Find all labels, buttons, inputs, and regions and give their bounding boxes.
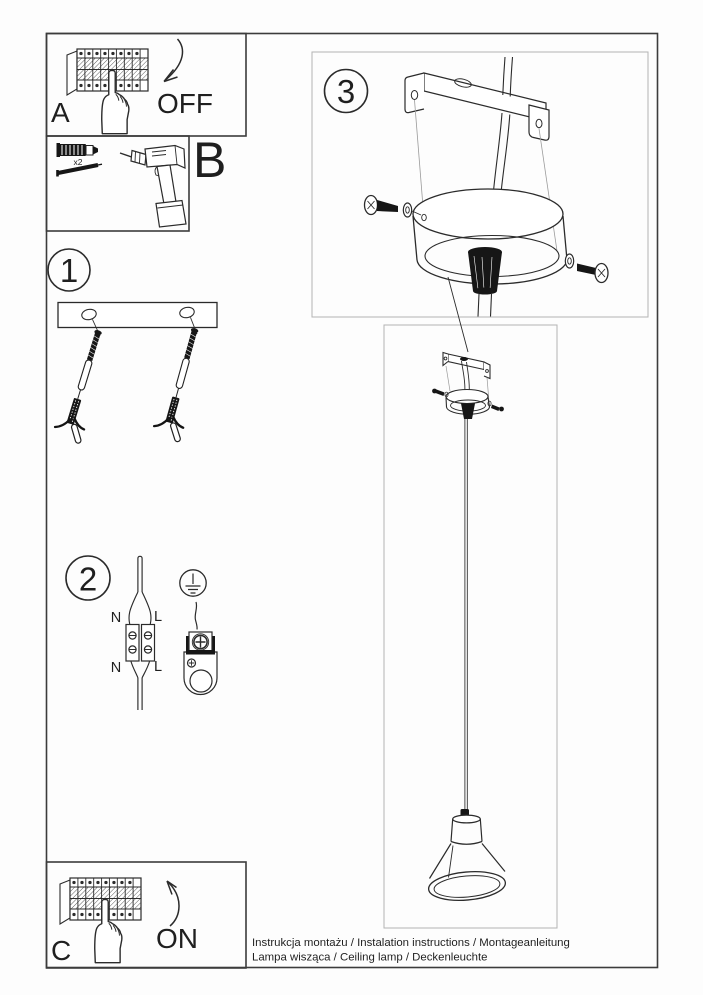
canopy-small bbox=[432, 388, 504, 419]
panel-b: x2 B bbox=[56, 132, 226, 228]
plate-hole-right bbox=[179, 306, 195, 319]
neutral-label-bottom: N bbox=[111, 660, 121, 676]
wall-plug-icon bbox=[56, 143, 98, 157]
terminal-block bbox=[125, 623, 156, 662]
on-label: ON bbox=[156, 923, 198, 954]
footer-subtitle: Lampa wisząca / Ceiling lamp / Deckenleu… bbox=[252, 952, 488, 964]
step-3-number: 3 bbox=[337, 73, 355, 110]
screw-icon bbox=[56, 163, 103, 177]
step-1: 1 bbox=[47, 248, 218, 441]
step-3-box bbox=[311, 51, 649, 318]
step-2-number: 2 bbox=[79, 561, 97, 598]
wall-anchor-right-icon bbox=[152, 325, 209, 440]
breaker-panel-icon bbox=[65, 47, 150, 97]
step-3: 3 bbox=[323, 56, 609, 353]
canopy-screw-left-icon bbox=[363, 194, 427, 222]
drill-icon bbox=[119, 144, 187, 228]
mains-cable bbox=[502, 56, 514, 97]
step-1-badge bbox=[47, 248, 91, 292]
step-2: 2 N L N L bbox=[65, 555, 218, 710]
lamp-overview-box bbox=[383, 324, 558, 929]
ground-wire bbox=[194, 601, 198, 630]
wall-anchor-left-icon bbox=[53, 326, 113, 441]
panel-a-letter: A bbox=[51, 97, 70, 128]
panel-c-box bbox=[45, 861, 247, 969]
panel-b-letter: B bbox=[193, 132, 226, 188]
mounting-plate bbox=[57, 301, 218, 329]
ground-terminal bbox=[183, 631, 218, 696]
step-2-badge bbox=[65, 555, 111, 601]
plate-hole-left bbox=[81, 308, 97, 321]
panel-c-letter: C bbox=[51, 935, 71, 966]
breaker-panel-icon bbox=[58, 876, 143, 926]
ground-symbol-icon bbox=[179, 569, 207, 597]
neutral-label-top: N bbox=[111, 610, 121, 626]
ceiling-bracket bbox=[404, 72, 550, 141]
pendant-lamp-drawing bbox=[427, 351, 507, 901]
bracket-small bbox=[442, 351, 491, 380]
live-label-bottom: L bbox=[154, 659, 162, 675]
supply-cable bbox=[137, 555, 143, 592]
footer: Instrukcja montażu / Instalation instruc… bbox=[252, 937, 570, 964]
footer-title: Instrukcja montażu / Instalation instruc… bbox=[252, 937, 570, 949]
suspension-cable bbox=[464, 419, 468, 810]
panel-a: A OFF bbox=[51, 38, 213, 135]
quantity-label: x2 bbox=[74, 157, 83, 167]
leader-line bbox=[447, 276, 469, 353]
lamp-shade bbox=[427, 809, 507, 901]
live-label-top: L bbox=[154, 609, 162, 625]
lamp-cable bbox=[137, 678, 143, 710]
step-1-number: 1 bbox=[60, 252, 78, 289]
canopy-screw-right-icon bbox=[564, 253, 609, 284]
arrow-up-icon bbox=[167, 881, 180, 927]
panel-b-box bbox=[45, 135, 190, 232]
panel-c: C ON bbox=[51, 876, 198, 966]
canopy-drawing bbox=[412, 188, 568, 317]
off-label: OFF bbox=[157, 88, 213, 119]
arrow-down-icon bbox=[165, 38, 184, 81]
step-3-badge bbox=[323, 68, 369, 114]
sheet-border bbox=[45, 32, 659, 969]
